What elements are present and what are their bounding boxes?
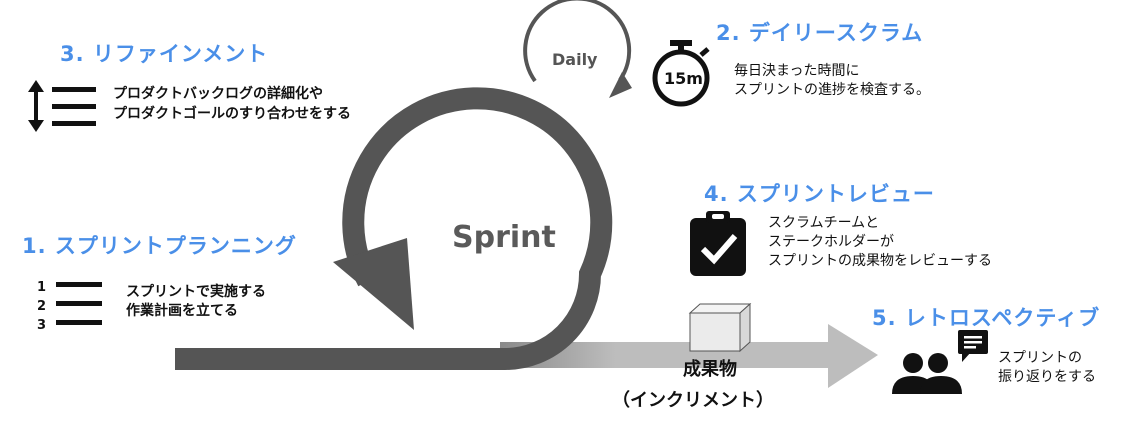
step-3-desc-line-1: プロダクトバックログの詳細化や	[113, 86, 323, 102]
step-4-desc-line-3: スプリントの成果物をレビューする	[768, 253, 992, 269]
step-1-title: 1. スプリントプランニング	[22, 234, 297, 258]
step-3-title: 3. リファインメント	[60, 42, 269, 66]
increment-sublabel: （インクリメント）	[612, 390, 774, 411]
step-5-desc-line-1: スプリントの	[998, 350, 1082, 366]
svg-text:1: 1	[37, 280, 46, 295]
step-2-desc-line-2: スプリントの進捗を検査する。	[734, 82, 930, 98]
sprint-label: Sprint	[452, 220, 556, 255]
svg-text:2: 2	[37, 299, 46, 314]
increment-label: 成果物	[683, 359, 737, 380]
step-5-title: 5. レトロスペクティブ	[872, 306, 1101, 330]
people-chat-icon	[892, 330, 988, 394]
step-5-desc-line-2: 振り返りをする	[998, 369, 1096, 385]
step-2-title: 2. デイリースクラム	[716, 21, 924, 45]
reorder-list-icon	[28, 80, 96, 132]
increment-box-icon	[688, 302, 752, 353]
sprint-loop-arrow	[175, 87, 613, 370]
step-1-desc-line-2: 作業計画を立てる	[126, 303, 238, 319]
step-3-desc-line-2: プロダクトゴールのすり合わせをする	[113, 106, 351, 122]
step-4-title: 4. スプリントレビュー	[704, 182, 935, 206]
step-1-desc-line-1: スプリントで実施する	[126, 284, 266, 300]
step-4-desc-line-1: スクラムチームと	[768, 215, 880, 231]
stopwatch-icon	[652, 40, 710, 107]
step-2-desc-line-1: 毎日決まった時間に	[734, 63, 860, 79]
step-4-desc-line-2: ステークホルダーが	[768, 234, 894, 250]
clipboard-check-icon	[690, 211, 746, 276]
daily-label: Daily	[552, 50, 598, 69]
daily-loop-arrow	[523, 0, 632, 98]
stopwatch-label: 15m	[664, 69, 703, 88]
svg-text:3: 3	[37, 318, 46, 333]
numbered-list-icon: 1 2 3	[37, 280, 102, 333]
